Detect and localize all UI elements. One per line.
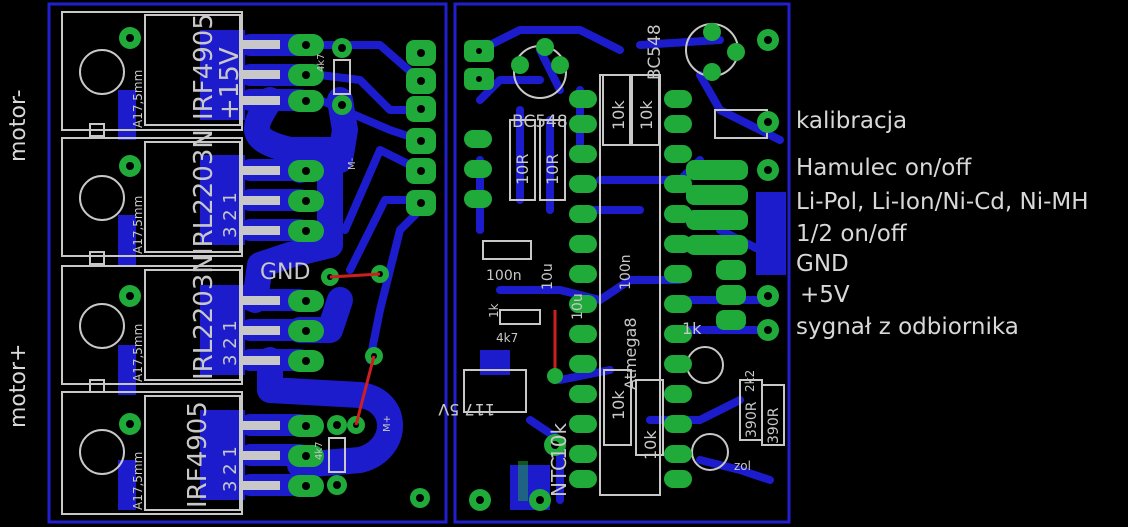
- r10k-1-label: 10k: [609, 100, 628, 130]
- r10r-1-label: 10R: [513, 154, 532, 185]
- mosfet-3-label: IRL2203N: [189, 254, 219, 380]
- ntc-res-label: 10k: [547, 423, 571, 460]
- r10k-2-label: 10k: [637, 100, 656, 130]
- heatsink-1-label: A17,5mm: [131, 70, 145, 128]
- r1k-1-label: 1k: [682, 319, 702, 338]
- bc548-1-label: BC548: [512, 112, 568, 132]
- mosfet-1-label: IRF4905: [189, 13, 219, 120]
- c100n-2-label: 100n: [618, 254, 634, 290]
- left-board-outline: [47, 2, 448, 524]
- res-bottom-label: 4k7: [314, 441, 325, 460]
- annotation-half-toggle: 1/2 on/off: [796, 221, 907, 247]
- gnd-silk-label: GND: [260, 260, 310, 285]
- r1k-2-label: 1k: [487, 303, 501, 318]
- r10k-3-label: 10k: [609, 390, 628, 420]
- c10u-1-label: 10u: [570, 293, 586, 320]
- motor-minus-label: motor-: [6, 89, 31, 162]
- heatsink-2-label: A17,5mm: [131, 196, 145, 254]
- r4k7-label: 4k7: [496, 331, 518, 345]
- m-plus-label: M+: [382, 415, 393, 432]
- right-pads: [464, 23, 779, 511]
- mosfet-2-pins: 3 2 1: [220, 192, 241, 238]
- heatsink-3-label: A17,5mm: [131, 324, 145, 382]
- r10k-4-label: 10k: [641, 430, 660, 460]
- bc548-2-label: BC548: [645, 24, 665, 80]
- annotation-kalibracja: kalibracja: [796, 108, 908, 134]
- mosfet-4-pins: 3 2 1: [220, 446, 241, 492]
- mosfet-1-extra: +15V: [215, 47, 245, 120]
- chip-pads: [464, 90, 692, 488]
- annotation-hamulec: Hamulec on/off: [796, 155, 972, 181]
- mosfet-2-label: IRL2203N: [189, 129, 219, 255]
- mosfet-3-pins: 3 2 1: [220, 320, 241, 366]
- extra-2k2-label: 2k2: [743, 370, 757, 392]
- heatsink-4-label: A17,5mm: [131, 452, 145, 510]
- ntc-label: NTC: [547, 457, 571, 497]
- r390-1-label: 390R: [744, 401, 760, 438]
- r10r-2-label: 10R: [543, 154, 562, 185]
- regulator-label: 117 5V: [438, 400, 495, 419]
- mosfet-footprints: [61, 11, 280, 515]
- part-labels: IRF4905 +15V IRL2203N 3 2 1 IRL2203N 3 2…: [131, 13, 782, 510]
- right-board-outline: [453, 2, 791, 524]
- c10u-2-label: 10u: [540, 263, 556, 290]
- header-pads: [686, 160, 748, 330]
- annotation-signal: sygnał z odbiornika: [796, 314, 1019, 340]
- annotation-battery-type: Li-Pol, Li-Ion/Ni-Cd, Ni-MH: [796, 189, 1089, 215]
- left-pads: [119, 27, 436, 508]
- motor-plus-label: motor+: [6, 343, 31, 428]
- annotation-5v: +5V: [800, 282, 850, 308]
- res-top-label: 4k7: [316, 53, 327, 72]
- r390-2-label: 390R: [766, 407, 782, 444]
- chip-label: Atmega8: [621, 317, 640, 390]
- c100n-1-label: 100n: [486, 268, 522, 284]
- extra-zol-label: zol: [734, 459, 751, 473]
- annotation-gnd: GND: [796, 251, 849, 277]
- mosfet-4-label: IRF4905: [183, 401, 213, 508]
- m-minus-label: M-: [347, 157, 358, 170]
